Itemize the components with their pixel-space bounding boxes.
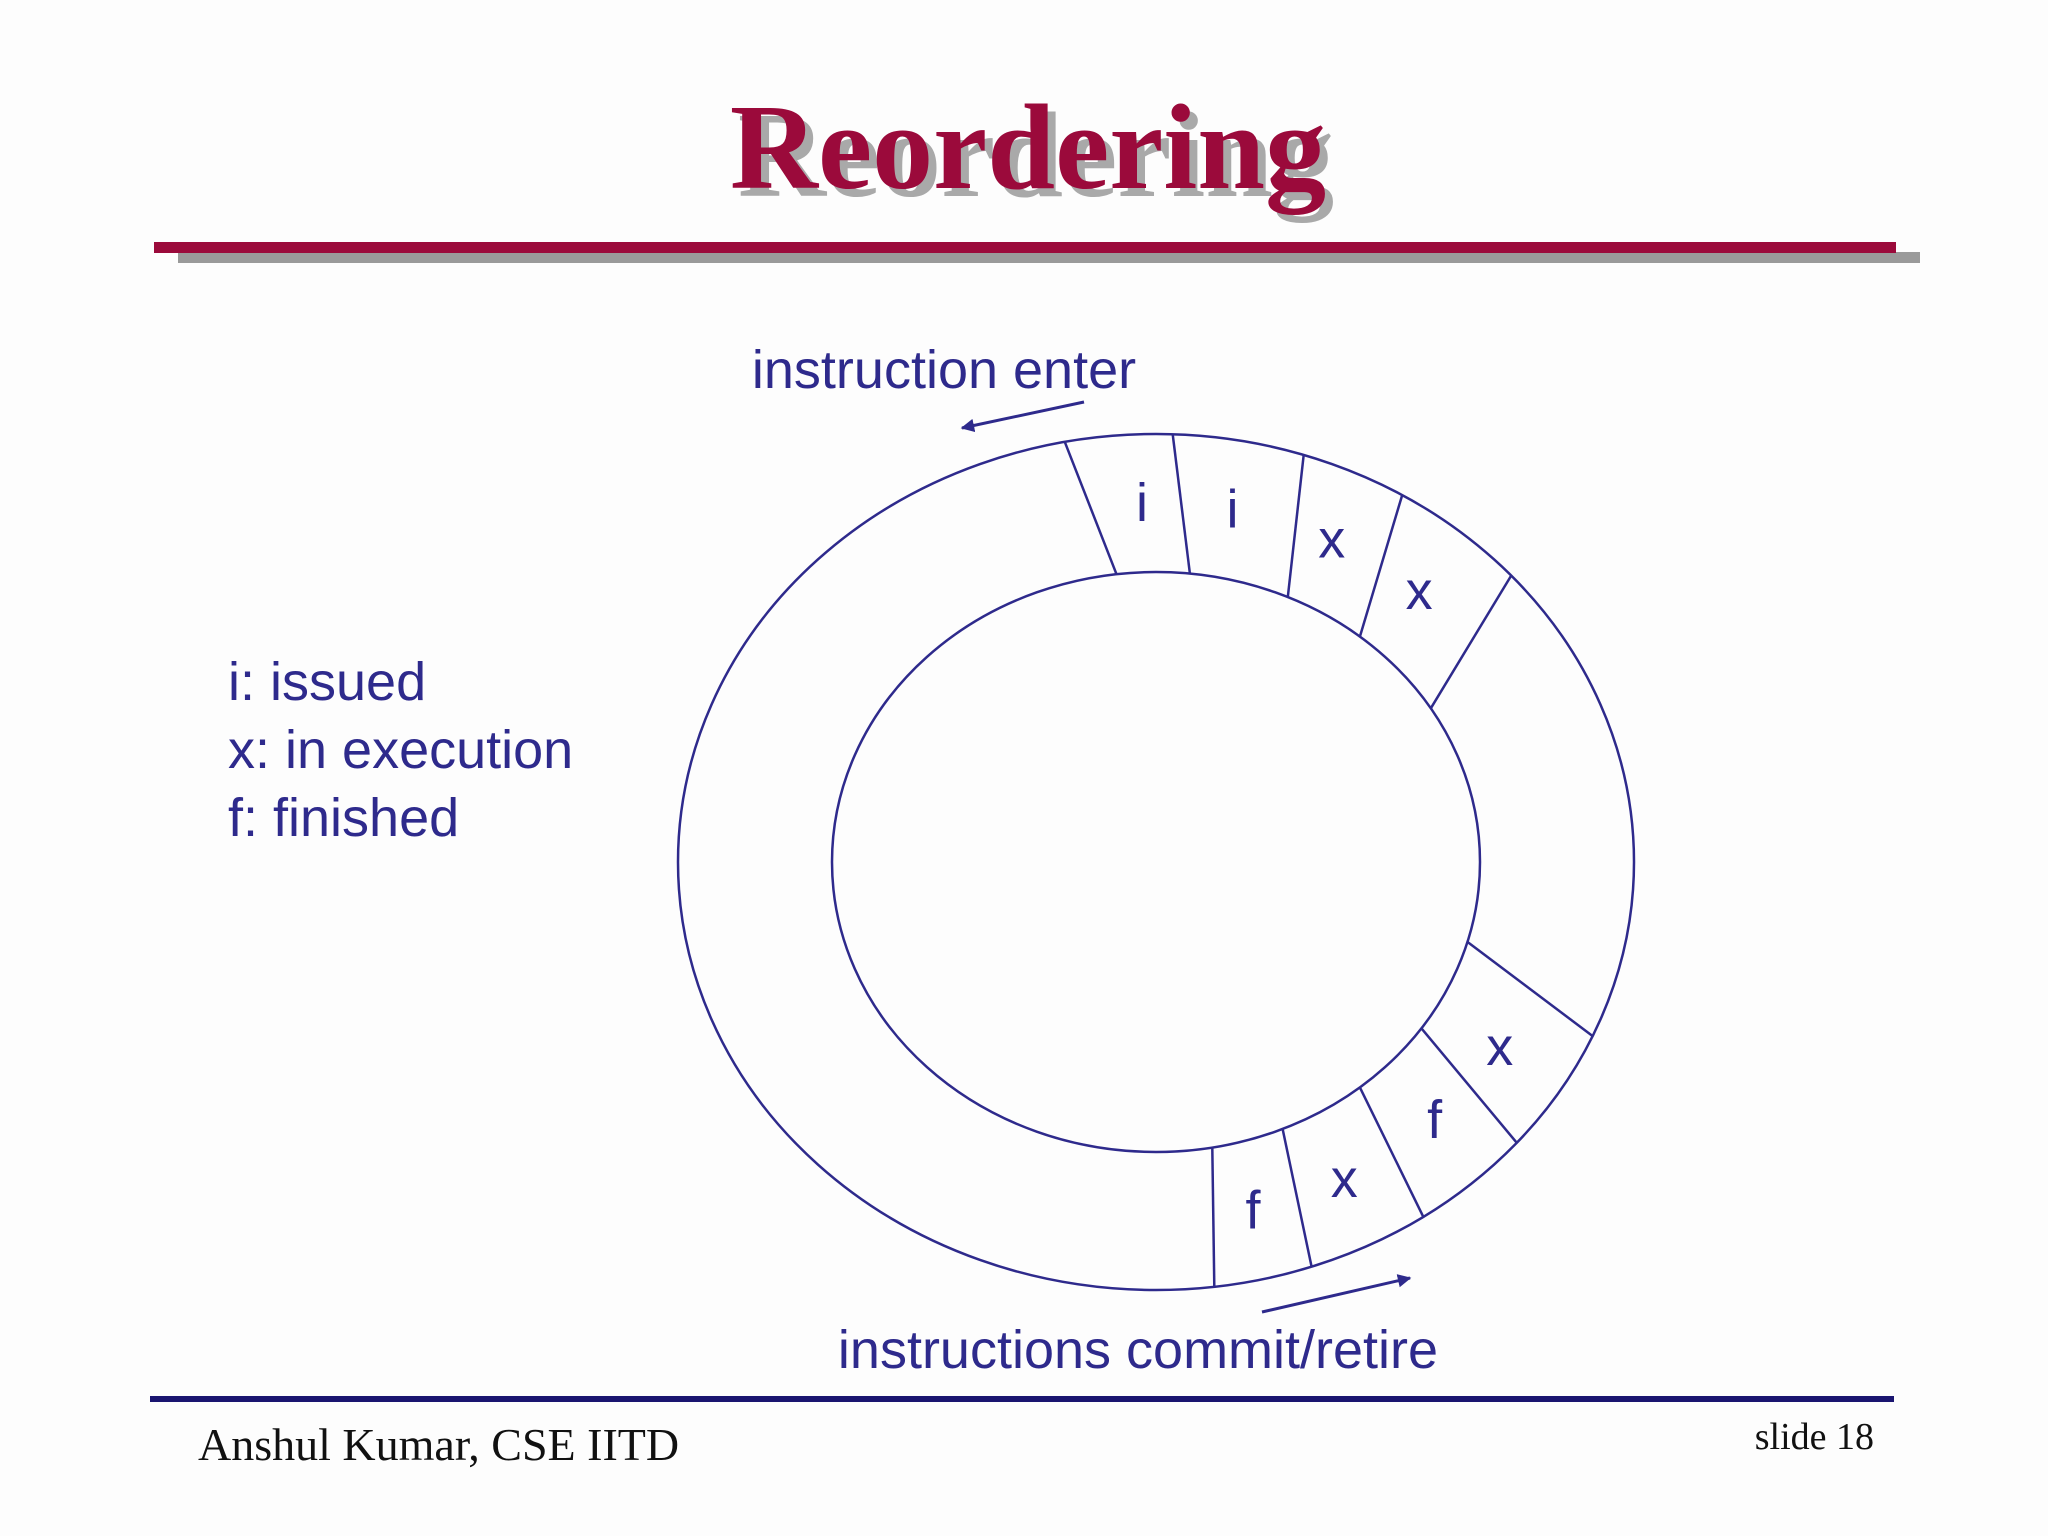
slide-title: Reordering	[730, 80, 1326, 215]
slot-divider	[1063, 441, 1118, 575]
title-rule	[154, 242, 1896, 253]
slide-title-shadow: Reordering	[738, 88, 1334, 223]
slot-divider	[1286, 454, 1305, 598]
legend-item-issued: i: issued	[228, 652, 426, 712]
slot-divider	[1466, 940, 1594, 1038]
instruction-enter-caption: instruction enter	[752, 340, 1136, 400]
ring-inner-edge	[830, 570, 1482, 1154]
instructions-commit-caption: instructions commit/retire	[838, 1320, 1438, 1380]
enter-arrow	[960, 400, 1085, 433]
slot-label: f	[1427, 1090, 1443, 1150]
slot-divider	[1358, 494, 1404, 637]
legend-item-in-execution: x: in execution	[228, 720, 573, 780]
slot-divider	[1420, 1027, 1518, 1144]
slot-divider	[1171, 434, 1192, 574]
slot-divider	[1211, 1147, 1216, 1287]
slot-label: i	[1227, 480, 1239, 540]
slot-divider	[1358, 1086, 1425, 1218]
slot-label: x	[1318, 509, 1345, 569]
slot-label: x	[1406, 561, 1433, 621]
slot-dividers	[1063, 434, 1594, 1287]
title-rule-shadow	[178, 252, 1920, 263]
footer-rule	[150, 1396, 1894, 1402]
slot-label: x	[1486, 1017, 1513, 1077]
footer-author: Anshul Kumar, CSE IITD	[198, 1419, 679, 1470]
slot-label: i	[1136, 473, 1148, 533]
slot-label: f	[1245, 1180, 1261, 1240]
legend-item-finished: f: finished	[228, 788, 459, 848]
commit-arrow	[1261, 1274, 1412, 1314]
slot-divider	[1429, 574, 1513, 709]
slot-label: x	[1331, 1149, 1358, 1209]
slide-number: slide 18	[1755, 1416, 1874, 1458]
ring-outer-edge	[676, 432, 1636, 1292]
slot-divider	[1281, 1128, 1313, 1267]
